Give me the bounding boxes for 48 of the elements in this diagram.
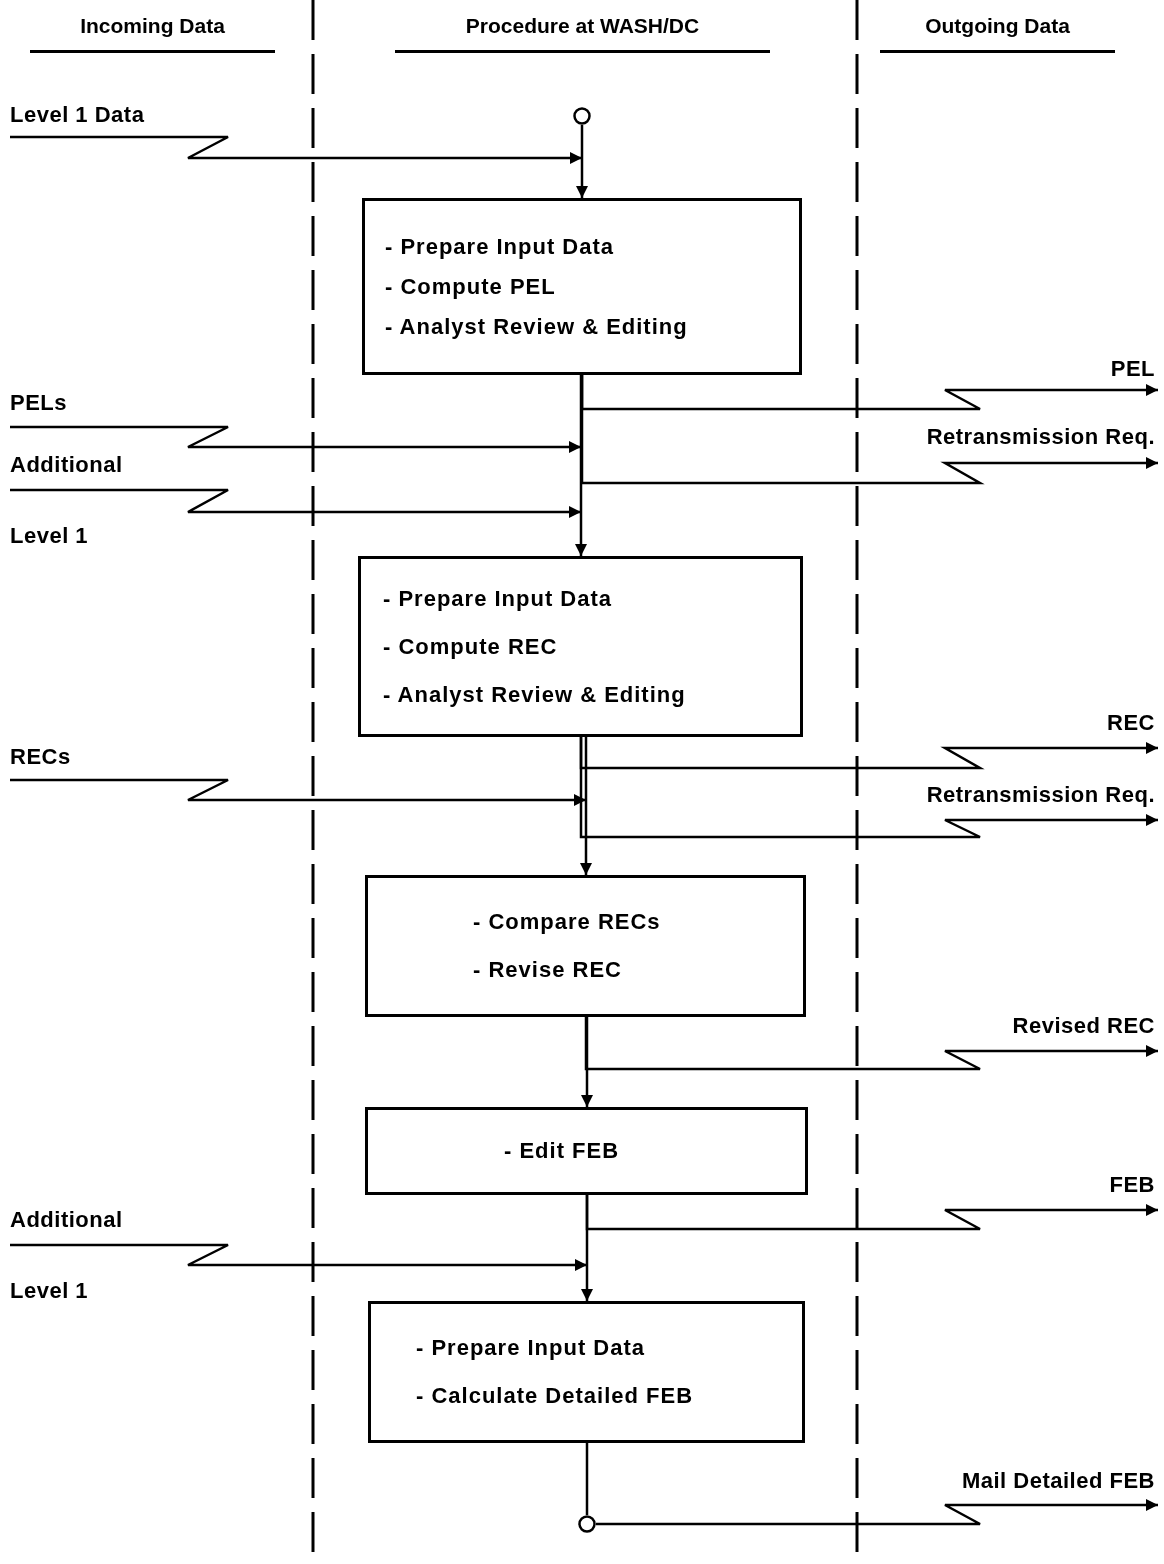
arrow (10, 488, 581, 519)
task-text: - Analyst Review & Editing (385, 313, 689, 340)
connector-line (585, 1443, 589, 1515)
task-text: - Prepare Input Data (416, 1335, 647, 1361)
edge-label: Additional Level 1 (10, 451, 124, 550)
arrow (10, 1243, 587, 1272)
arrow (10, 425, 581, 454)
task-text: - Prepare Input Data (383, 585, 614, 612)
edge-label: RECs (10, 743, 72, 771)
arrow (580, 1017, 594, 1107)
edge-label: Mail Detailed FEB (960, 1467, 1155, 1495)
arrow (574, 375, 588, 556)
process-box (358, 556, 803, 737)
task-text: - Prepare Input Data (385, 233, 616, 260)
connector-circle (573, 107, 591, 125)
process-box (365, 875, 806, 1017)
arrow (575, 125, 589, 198)
task-text: - Edit FEB (504, 1138, 621, 1164)
edge-label: Revised REC (1011, 1012, 1155, 1040)
edge-label: PELs (10, 389, 69, 417)
edge-label: Retransmission Req. (925, 781, 1155, 809)
edge-label: REC (1106, 709, 1155, 737)
arrow (580, 375, 1158, 485)
task-text: - Compute REC (383, 633, 559, 660)
edge-label: PEL (1109, 355, 1155, 383)
edge-label: Level 1 Data (10, 101, 146, 129)
arrow (596, 1498, 1158, 1526)
task-text: - Revise REC (473, 957, 623, 983)
task-text: - Compute PEL (385, 273, 557, 300)
arrow (10, 778, 586, 807)
task-text: - Calculate Detailed FEB (416, 1383, 695, 1409)
process-box (362, 198, 802, 375)
column-header: Outgoing Data (880, 14, 1115, 53)
arrow (10, 135, 582, 165)
task-text: - Compare RECs (473, 909, 662, 935)
arrow (579, 737, 593, 875)
process-box (365, 1107, 808, 1195)
arrow (585, 1195, 1158, 1231)
task-text: - Analyst Review & Editing (383, 681, 687, 708)
column-header: Procedure at WASH/DC (395, 14, 770, 53)
arrow (579, 737, 1158, 839)
edge-label: Additional Level 1 (10, 1206, 124, 1305)
arrow (584, 1017, 1158, 1071)
edge-label: FEB (1108, 1171, 1155, 1199)
column-header: Incoming Data (30, 14, 275, 53)
connector-circle (578, 1515, 596, 1533)
edge-label: Retransmission Req. (925, 423, 1155, 451)
process-box (368, 1301, 805, 1443)
